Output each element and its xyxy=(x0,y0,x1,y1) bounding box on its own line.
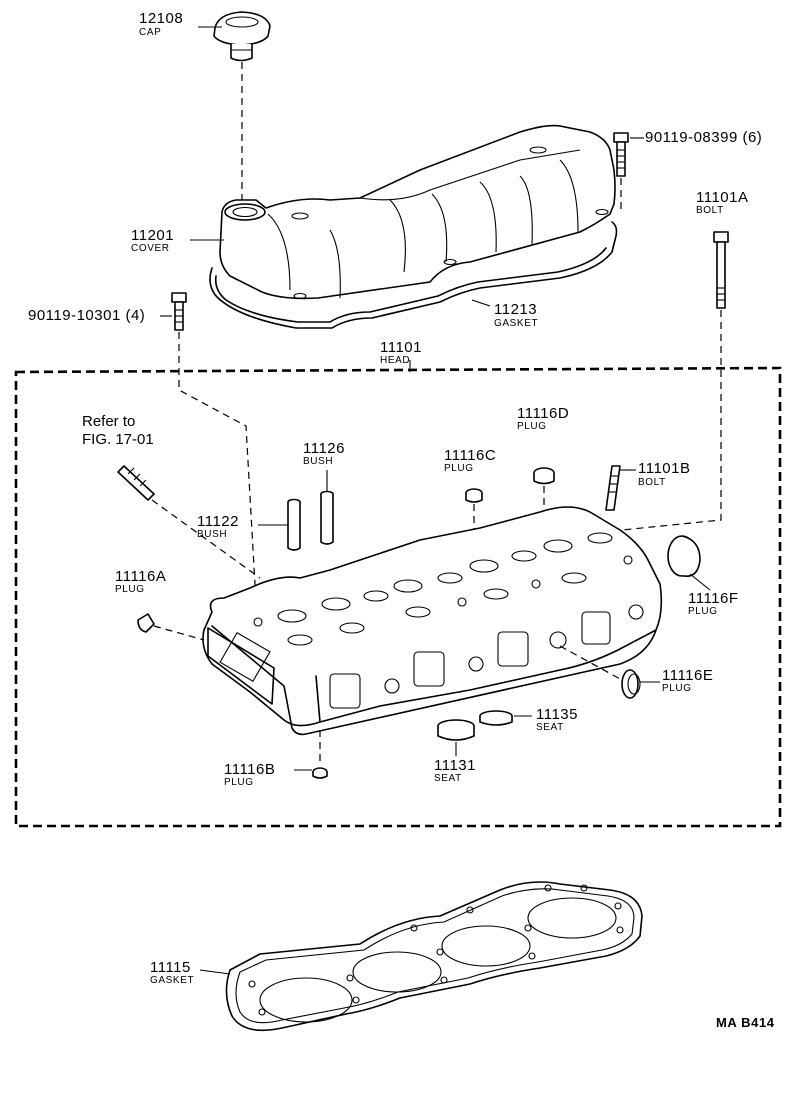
cover-gasket-number: 11213 xyxy=(494,301,538,318)
plug-11116a-leader xyxy=(153,625,205,641)
head-gasket-name: GASKET xyxy=(150,975,195,986)
head-gasket-callout xyxy=(199,969,231,975)
cover-gasket-name: GASKET xyxy=(494,318,539,329)
stud-leader xyxy=(151,499,261,579)
bush-11122-drawing xyxy=(287,498,301,551)
plug-11116f-drawing xyxy=(667,535,701,577)
refer-line2: FIG. 17-01 xyxy=(82,431,154,448)
cover-drawing xyxy=(209,124,618,329)
refer-line1: Refer to xyxy=(82,413,136,430)
head-number: 11101 xyxy=(380,339,422,356)
bush-11122-name: BUSH xyxy=(197,529,228,540)
seat-11135-name: SEAT xyxy=(536,722,564,733)
plug-11116a-name: PLUG xyxy=(115,584,145,595)
bush-11126-drawing xyxy=(320,490,334,545)
plug-11116f-callout xyxy=(689,573,711,591)
plug-11116a-drawing xyxy=(137,613,155,633)
cylinder-head-drawing xyxy=(202,506,663,736)
plug-11116c-name: PLUG xyxy=(444,463,474,474)
cap-drawing xyxy=(213,11,271,62)
plug-11116f-name: PLUG xyxy=(688,606,718,617)
head-bolt-a-leader xyxy=(621,310,722,531)
seat-11131-drawing xyxy=(437,719,475,741)
head-name: HEAD xyxy=(380,355,411,366)
plug-11116d-name: PLUG xyxy=(517,421,547,432)
plug-11116c-drawing xyxy=(465,488,483,503)
bolt-11101b-number: 11101B xyxy=(638,460,691,477)
head-bolt-a-number: 11101A xyxy=(696,189,749,206)
cover-gasket-callout xyxy=(471,299,491,307)
plug-11116d-number: 11116D xyxy=(517,405,570,422)
diagram-code: MA B414 xyxy=(716,1015,775,1030)
plug-11116b-name: PLUG xyxy=(224,777,254,788)
cover-bolt-number: 90119-08399 (6) xyxy=(645,129,763,146)
plug-11116c-number: 11116C xyxy=(444,447,497,464)
stud-drawing xyxy=(117,465,155,501)
head-bolt-a-name: BOLT xyxy=(696,205,724,216)
cap-name: CAP xyxy=(139,27,162,38)
bush-11126-name: BUSH xyxy=(303,456,334,467)
seat-11131-name: SEAT xyxy=(434,773,462,784)
seat-11131-number: 11131 xyxy=(434,757,476,774)
cover-bolt-left-leader xyxy=(178,332,257,603)
cap-number: 12108 xyxy=(139,10,184,27)
bolt-11101b-drawing xyxy=(605,465,621,511)
plug-11116e-number: 11116E xyxy=(662,667,714,684)
cover-name: COVER xyxy=(131,243,170,254)
head-bolt-a-drawing xyxy=(713,231,729,309)
cover-bolt-right-drawing xyxy=(613,132,629,177)
bush-11126-number: 11126 xyxy=(303,440,345,457)
head-gasket-number: 11115 xyxy=(150,959,191,976)
bush-11122-number: 11122 xyxy=(197,513,239,530)
seat-11135-drawing xyxy=(479,710,513,726)
plug-11116f-number: 11116F xyxy=(688,590,739,607)
cover-bolt-left-drawing xyxy=(171,292,187,331)
head-gasket-drawing xyxy=(225,881,643,1032)
head-group-frame xyxy=(14,366,782,828)
plug-11116b-drawing xyxy=(312,767,328,779)
plug-11116e-name: PLUG xyxy=(662,683,692,694)
bolt-11101b-name: BOLT xyxy=(638,477,666,488)
plug-11116b-number: 11116B xyxy=(224,761,276,778)
plug-11116d-drawing xyxy=(533,467,555,485)
plug-11116a-number: 11116A xyxy=(115,568,167,585)
seat-11135-number: 11135 xyxy=(536,706,578,723)
cover-bolt-left-number: 90119-10301 (4) xyxy=(28,307,146,324)
cover-number: 11201 xyxy=(131,227,175,244)
plug-11116e-drawing xyxy=(621,669,641,699)
